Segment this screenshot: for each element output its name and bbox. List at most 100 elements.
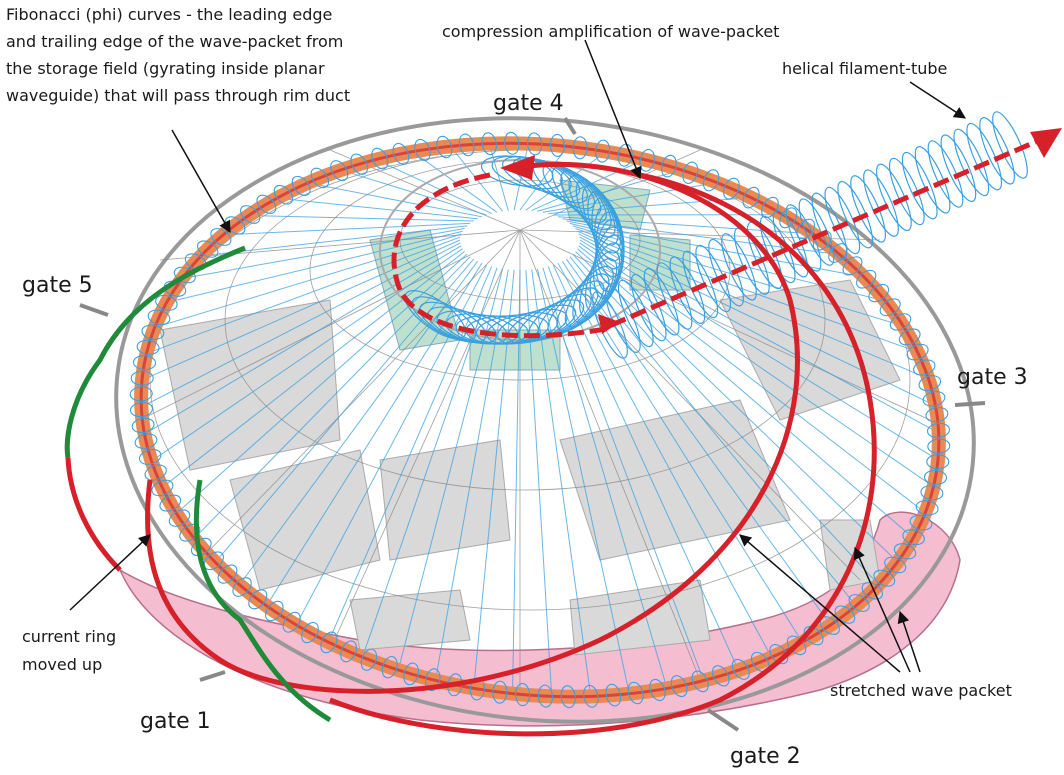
rim-coil-loop [649,678,666,702]
gate-3-label: gate 3 [957,365,1028,390]
rim-coil-loop [879,298,901,317]
gate-1-label: gate 1 [140,709,211,734]
rim-coil-loop [909,514,933,531]
helical-label: helical filament-tube [782,59,947,78]
rim-coil-loop [217,564,238,584]
rim-coil-loop [639,148,655,172]
rim-coil-loop [918,375,942,392]
helix-coil-loop [888,157,925,226]
field-line [531,269,592,697]
field-line [249,215,474,222]
stretched-wave-label: stretched wave packet [830,681,1012,700]
helix-coil-loop [966,122,1003,191]
rim-coil-loop [155,294,178,311]
helix-coil-loop [419,301,487,343]
helix-coil-loop [824,186,861,255]
rim-coil-loop [661,154,677,178]
rim-coil-loop [893,543,917,560]
fibonacci-label: Fibonacci (phi) curves - the leading edg… [6,5,350,105]
field-line [578,233,936,407]
rim-coil-loop [906,343,929,361]
helix-coil-loop [785,204,822,272]
rim-coil-loop [742,186,760,209]
rim-coil-loop [923,469,948,485]
fibonacci-label-line-3: the storage field (gyrating inside plana… [6,59,325,78]
field-line [577,230,930,380]
rim-coil-loop [168,509,191,527]
rim-coil-loop [915,500,939,516]
field-line [536,268,630,694]
rim-coil-loop [173,266,196,284]
helix-coil-loop [850,175,886,243]
wave-packet-arrow [500,155,535,180]
rim-coil-loop [458,133,475,157]
rim-coil-loop [436,135,453,159]
field-line [154,233,462,328]
helix-coil-loop [940,134,977,202]
field-line [308,182,483,218]
rim-coil-loop [549,133,565,157]
rim-coil-loop [856,269,877,289]
rim-coil-loop [595,139,611,163]
rim-coil-loop [769,644,789,665]
outer-gray-ring [114,116,976,724]
rim-coil-loop [360,648,378,671]
rim-coil-loop [492,680,508,704]
rim-coil-loop [196,240,219,258]
rim-coil-loop [240,205,261,224]
helix-wave-path [391,137,1041,339]
helix-coil-loop [502,156,572,194]
rim-coil-loop [330,160,349,182]
rim-coil-loop [129,386,153,402]
gate-ticks [79,116,986,732]
rim-coil-loop [131,417,155,434]
rim-coil-loop [922,390,946,407]
rim-coil-loops [129,131,951,709]
helix-coil-loop [992,111,1028,179]
rim-coil-loop [256,194,277,214]
helix-coil-loop [927,140,964,208]
rim-coil-loop [898,328,921,346]
fibonacci-label-line-1: Fibonacci (phi) curves - the leading edg… [6,5,332,24]
rim-coil-loop [861,582,884,600]
rim-coil-loop [134,433,158,450]
rim-coil-loop [723,177,740,200]
rim-coil-loop [691,670,709,693]
field-line [577,248,914,539]
rim-coil-loop [682,161,699,185]
rim-coil-loop [301,621,319,644]
helix-coil-loop [979,117,1015,185]
current-ring-label-line-1: current ring [22,627,116,646]
gate-2-label: gate 2 [730,744,801,769]
rim-coil-loop [340,640,357,663]
field-line [376,159,492,214]
rim-coil-loop [291,175,311,196]
helix-coil-loop [953,128,990,197]
field-line [182,228,465,279]
field-line [146,236,461,354]
rim-coil-loop [350,153,369,175]
wave-packet-curve-a [145,161,800,694]
field-line [488,143,509,211]
field-line [341,169,487,216]
helix-coil-loop [811,192,848,261]
helix-coil-loop [721,233,757,301]
helix-coil-loop [411,296,477,342]
rim-coil-loop [504,131,520,155]
helix-coil-loop [746,221,783,290]
field-line [265,262,483,607]
rim-coil-loop [889,313,912,331]
rim-coil-loop [527,132,543,156]
rim-coil-loop [141,324,165,340]
helix-coil-loop [837,180,874,249]
rim-coil-loop [130,370,154,386]
rim-coil-loop [132,355,157,371]
rim-coil-loop [179,523,201,542]
rim-coil-loop [310,167,330,189]
rim-coil-loop [868,283,890,303]
fibonacci-label-line-4: waveguide) that will pass through rim du… [6,86,350,105]
rim-coil-loop [425,668,441,692]
helix-coil-loop [901,151,938,220]
rim-coil-loop [138,448,162,465]
field-line [566,220,866,278]
